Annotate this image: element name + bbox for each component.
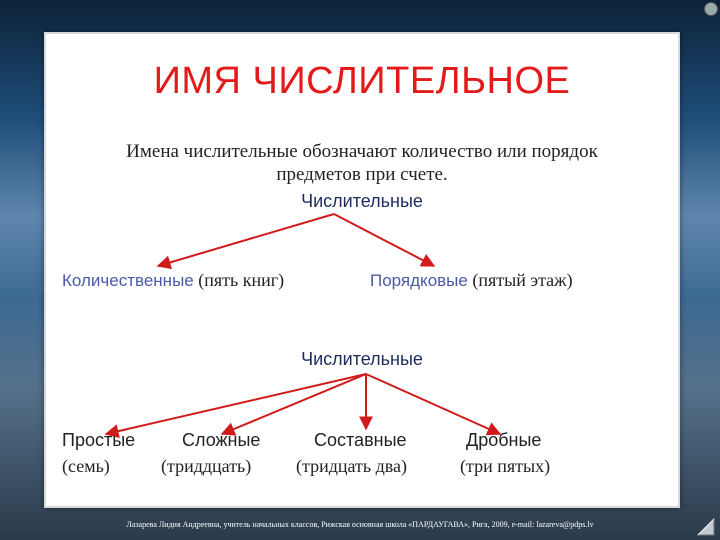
tree1-heading: Числительные bbox=[301, 191, 423, 211]
simple-example: (семь) bbox=[62, 456, 110, 476]
label-ordinal: Порядковые (пятый этаж) bbox=[370, 270, 573, 291]
intro-line-1: Имена числительные обозначают количество… bbox=[126, 141, 598, 162]
fractional-name: Дробные bbox=[466, 430, 542, 450]
quantitative-example: (пять книг) bbox=[193, 270, 285, 290]
composite-example: (тридцать два) bbox=[296, 456, 408, 476]
quantitative-name: Количественные bbox=[62, 271, 194, 290]
slide-title: ИМЯ ЧИСЛИТЕЛЬНОЕ bbox=[153, 60, 571, 102]
intro-text: Имена числительные обозначают количество… bbox=[46, 140, 678, 186]
arrow-to-compound bbox=[220, 373, 367, 436]
label-quantitative: Количественные (пять книг) bbox=[62, 270, 284, 291]
compound-name: Сложные bbox=[182, 430, 261, 450]
arrow-to-ordinal bbox=[333, 213, 436, 267]
arrow-to-simple bbox=[104, 373, 367, 438]
fractional-example: (три пятых) bbox=[460, 456, 551, 476]
ordinal-example: (пятый этаж) bbox=[467, 270, 573, 290]
compound-example: (триддцать) bbox=[161, 456, 252, 476]
simple-name: Простые bbox=[62, 430, 136, 450]
ordinal-name: Порядковые bbox=[370, 271, 468, 290]
footer-credit: Лазарева Лидия Андреевна, учитель началь… bbox=[126, 520, 594, 529]
intro-line-2: предметов при счете. bbox=[276, 164, 448, 185]
corner-badge-icon bbox=[704, 2, 718, 16]
arrows-diagram bbox=[104, 213, 502, 438]
arrow-to-fractional bbox=[365, 373, 502, 436]
arrow-to-quantitative bbox=[156, 213, 335, 270]
tree2-heading: Числительные bbox=[301, 349, 423, 369]
slide-panel: ИМЯ ЧИСЛИТЕЛЬНОЕ Имена числительные обоз… bbox=[44, 32, 680, 508]
page-curl-icon[interactable] bbox=[696, 517, 716, 537]
composite-name: Составные bbox=[314, 430, 407, 450]
